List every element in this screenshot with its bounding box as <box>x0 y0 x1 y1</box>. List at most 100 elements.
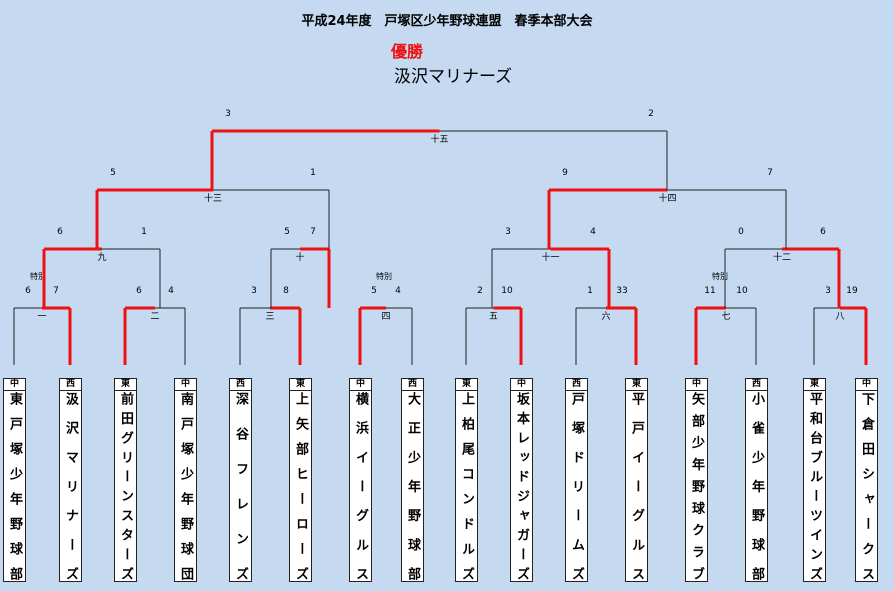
team-region: 中 <box>856 379 877 391</box>
semifinal-match-1-score-left: 5 <box>110 168 116 178</box>
final-match-score-left: 3 <box>225 109 231 119</box>
team-name: 東戸塚少年野球部 <box>7 392 22 580</box>
team-card: 中矢部少年野球クラブ <box>685 378 708 582</box>
r1-match-3-game-label: 三 <box>265 312 274 322</box>
team-name: 下倉田シャークス <box>859 392 874 580</box>
final-match-score-right: 2 <box>648 109 654 119</box>
r2-match-2-score-left: 5 <box>284 227 290 237</box>
team-name: 上矢部ヒーローズ <box>293 392 308 580</box>
r2-match-2-game-label: 十 <box>295 251 304 263</box>
team-card: 中下倉田シャークス <box>855 378 878 582</box>
team-card: 東上柏尾コンドルズ <box>455 378 478 582</box>
r1-match-5-score-left: 2 <box>477 286 483 296</box>
r1-match-7-score-right: 10 <box>736 286 748 296</box>
team-region: 西 <box>230 379 251 391</box>
r1-match-8-game-label: 八 <box>835 312 844 322</box>
r1-match-6-score-right: 33 <box>616 286 627 296</box>
team-region: 東 <box>115 379 136 391</box>
team-name: 戸塚ドリームズ <box>569 392 584 580</box>
team-name: 深谷フレンズ <box>233 392 248 580</box>
final-match-game-label: 十五 <box>430 133 448 145</box>
team-card: 西汲沢マリナーズ <box>59 378 82 582</box>
r1-match-2-score-right: 4 <box>168 286 174 296</box>
r1-match-4-game-label: 四 <box>381 312 390 322</box>
r2-match-3-score-right: 4 <box>590 227 596 237</box>
tournament-title: 平成24年度 戸塚区少年野球連盟 春季本部大会 <box>301 14 593 29</box>
team-region: 東 <box>456 379 477 391</box>
r2-match-2-score-right: 7 <box>310 227 316 237</box>
team-name: 平戸イーグルス <box>629 392 644 580</box>
team-region: 中 <box>511 379 532 391</box>
team-name: 坂本レッドジャガーズ <box>514 392 529 580</box>
team-region: 西 <box>60 379 81 391</box>
semifinal-match-2-score-right: 7 <box>767 168 773 178</box>
r1-match-1-note: 特別 <box>30 271 46 281</box>
semifinal-match-2-game-label: 十四 <box>658 192 676 204</box>
r2-match-3-score-left: 3 <box>505 227 511 237</box>
r2-match-4-score-right: 6 <box>820 227 826 237</box>
team-region: 中 <box>175 379 196 391</box>
team-card: 西深谷フレンズ <box>229 378 252 582</box>
team-name: 前田グリーンスターズ <box>118 392 133 580</box>
r1-match-6-game-label: 六 <box>601 310 610 322</box>
r1-match-4-score-right: 4 <box>395 286 401 296</box>
team-name: 小雀少年野球部 <box>749 392 764 580</box>
r2-match-4-game-label: 十二 <box>773 251 791 263</box>
team-card: 西戸塚ドリームズ <box>565 378 588 582</box>
team-card: 西大正少年野球部 <box>401 378 424 582</box>
r1-match-5-game-label: 五 <box>489 312 498 322</box>
r2-match-4-score-left: 0 <box>738 227 744 237</box>
r1-match-8-score-right: 19 <box>846 286 858 296</box>
r1-match-3-score-left: 3 <box>251 286 257 296</box>
r1-match-4-score-left: 5 <box>371 286 377 296</box>
r1-match-1-score-right: 7 <box>53 286 59 296</box>
team-card: 東上矢部ヒーローズ <box>289 378 312 582</box>
champion-label: 優勝 <box>391 42 424 61</box>
r2-match-1-game-label: 九 <box>97 252 106 263</box>
team-region: 東 <box>290 379 311 391</box>
team-card: 西小雀少年野球部 <box>745 378 768 582</box>
team-card: 東前田グリーンスターズ <box>114 378 137 582</box>
team-card: 中南戸塚少年野球団 <box>174 378 197 582</box>
r1-match-6-score-left: 1 <box>587 286 593 296</box>
team-name: 汲沢マリナーズ <box>63 392 78 580</box>
team-name: 平和台ブルーツインズ <box>807 392 822 580</box>
r1-match-2-game-label: 二 <box>150 312 159 322</box>
r1-match-8-score-left: 3 <box>825 286 831 296</box>
r1-match-2-score-left: 6 <box>136 286 142 296</box>
team-name: 南戸塚少年野球団 <box>178 392 193 580</box>
r1-match-4-note: 特別 <box>376 271 392 281</box>
r1-match-1-game-label: 一 <box>37 312 46 322</box>
semifinal-match-1-score-right: 1 <box>310 168 316 178</box>
semifinal-match-2-score-left: 9 <box>562 168 568 178</box>
r1-match-5-score-right: 10 <box>501 286 513 296</box>
r1-match-7-game-label: 七 <box>721 311 730 322</box>
team-region: 西 <box>746 379 767 391</box>
team-region: 西 <box>566 379 587 391</box>
team-region: 中 <box>686 379 707 391</box>
team-name: 大正少年野球部 <box>405 392 420 580</box>
team-region: 中 <box>4 379 25 391</box>
team-name: 横浜イーグルス <box>353 392 368 580</box>
r2-match-1-score-left: 6 <box>57 227 63 237</box>
semifinal-match-1-game-label: 十三 <box>204 192 222 204</box>
team-card: 中東戸塚少年野球部 <box>3 378 26 582</box>
team-region: 中 <box>350 379 371 391</box>
team-region: 東 <box>626 379 647 391</box>
r1-match-7-note: 特別 <box>712 271 728 281</box>
team-region: 西 <box>402 379 423 391</box>
team-card: 東平戸イーグルス <box>625 378 648 582</box>
r2-match-1-score-right: 1 <box>141 227 147 237</box>
r1-match-7-score-left: 11 <box>704 286 715 296</box>
champion-team-name: 汲沢マリナーズ <box>394 67 513 87</box>
team-name: 上柏尾コンドルズ <box>459 392 474 580</box>
team-card: 中坂本レッドジャガーズ <box>510 378 533 582</box>
team-region: 東 <box>804 379 825 391</box>
team-card: 中横浜イーグルス <box>349 378 372 582</box>
team-name: 矢部少年野球クラブ <box>689 392 704 580</box>
r2-match-3-game-label: 十一 <box>541 251 559 263</box>
r1-match-3-score-right: 8 <box>283 286 289 296</box>
team-card: 東平和台ブルーツインズ <box>803 378 826 582</box>
r1-match-1-score-left: 6 <box>25 286 31 296</box>
